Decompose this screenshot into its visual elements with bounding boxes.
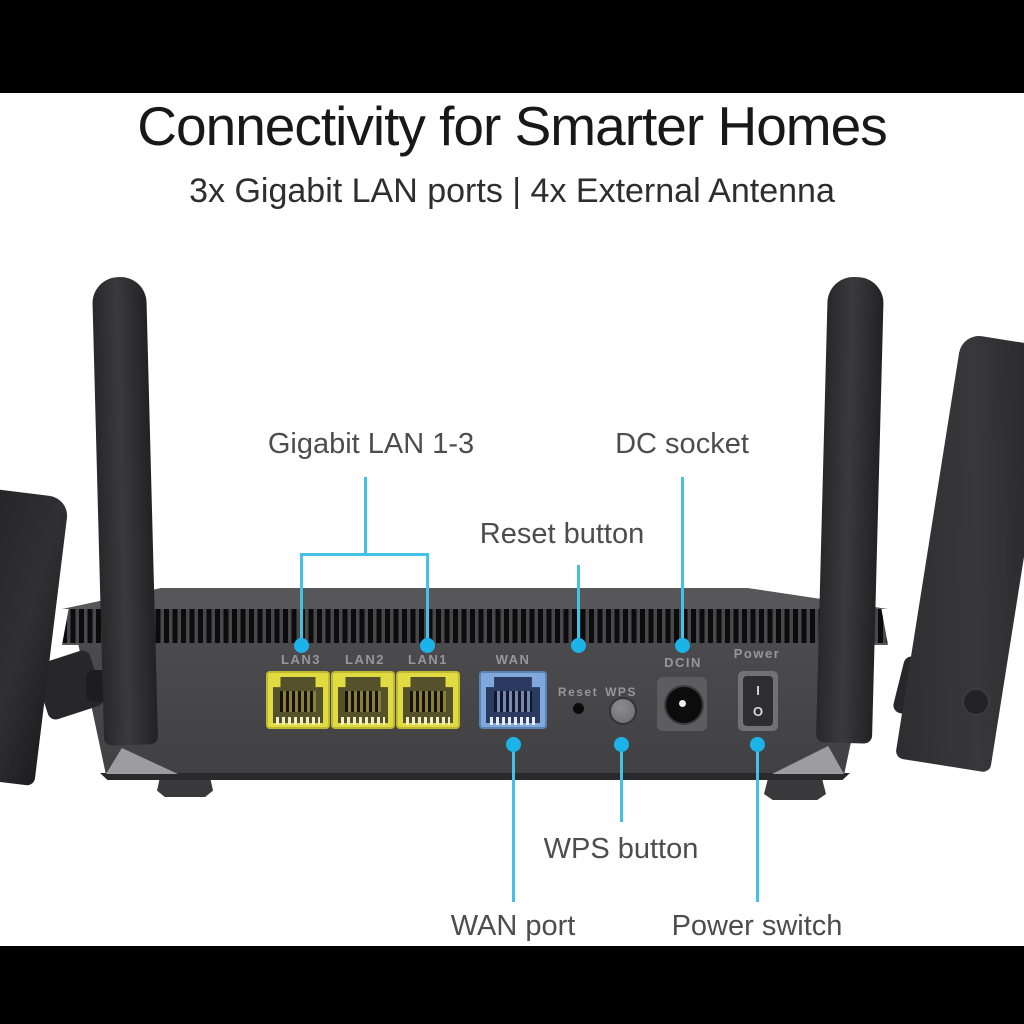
callout-label-reset-button: Reset button [479, 518, 645, 550]
lan3-port [266, 671, 330, 729]
callout-dot-lan1 [420, 638, 435, 653]
gigabit-lan-callout-line-right [426, 553, 429, 645]
callout-label-wan-port: WAN port [450, 910, 576, 942]
wan-port-pins [493, 690, 533, 712]
panel-label-wan: WAN [495, 652, 531, 667]
gigabit-lan-callout-line-left [300, 553, 303, 645]
antenna-dimple [962, 688, 990, 716]
external-antenna-inner-left [91, 276, 159, 746]
callout-dot-dc-socket [675, 638, 690, 653]
callout-dot-lan3 [294, 638, 309, 653]
panel-label-lan1: LAN1 [408, 652, 448, 667]
page-subtitle: 3x Gigabit LAN ports | 4x External Anten… [189, 172, 835, 210]
lan3-port-pins [280, 690, 316, 712]
callout-label-power-switch: Power switch [671, 910, 843, 942]
external-antenna-outer-right [894, 333, 1024, 773]
lan2-port-contacts [341, 717, 385, 725]
callout-dot-reset [571, 638, 586, 653]
callout-dot-wps [614, 737, 629, 752]
reset-callout-line [577, 565, 580, 645]
callout-dot-wan [506, 737, 521, 752]
power-mark-off: O [752, 704, 764, 719]
wps-push-button [609, 697, 637, 725]
dc-socket-callout-line [681, 477, 684, 645]
router-bottom-edge [100, 773, 850, 780]
external-antenna-inner-right [815, 276, 885, 744]
letterbox-bar-top [0, 0, 1024, 93]
callout-label-wps-button: WPS button [543, 833, 699, 865]
power-rocker-switch: I O [743, 676, 773, 726]
panel-label-dcin: DCIN [664, 655, 702, 670]
panel-label-wps: WPS [605, 685, 637, 699]
reset-pinhole [573, 703, 584, 714]
lan1-port-pins [410, 690, 446, 712]
gigabit-lan-callout-branch [300, 553, 429, 556]
router-top-surface [62, 588, 888, 609]
callout-label-dc-socket: DC socket [615, 428, 749, 460]
wan-port [479, 671, 547, 729]
lan2-port-pins [345, 690, 381, 712]
wan-callout-line [512, 744, 515, 902]
page-title: Connectivity for Smarter Homes [137, 95, 887, 157]
panel-label-lan3: LAN3 [281, 652, 321, 667]
dc-socket-pin [679, 700, 686, 707]
lan1-port-contacts [406, 717, 450, 725]
callout-dot-power [750, 737, 765, 752]
external-antenna-outer-left [0, 487, 70, 787]
wan-port-contacts [489, 717, 537, 725]
panel-label-power: Power [733, 646, 781, 661]
wps-callout-line [620, 744, 623, 822]
panel-label-reset: Reset [557, 685, 599, 699]
panel-label-lan2: LAN2 [345, 652, 385, 667]
lan2-port [331, 671, 395, 729]
lan3-port-contacts [276, 717, 320, 725]
power-mark-on: I [756, 683, 760, 698]
power-callout-line [756, 744, 759, 902]
lan1-port [396, 671, 460, 729]
gigabit-lan-callout-stem [364, 477, 367, 554]
callout-label-gigabit-lan: Gigabit LAN 1-3 [267, 428, 475, 460]
letterbox-bar-bottom [0, 946, 1024, 1024]
router-vent-grille [62, 609, 888, 645]
